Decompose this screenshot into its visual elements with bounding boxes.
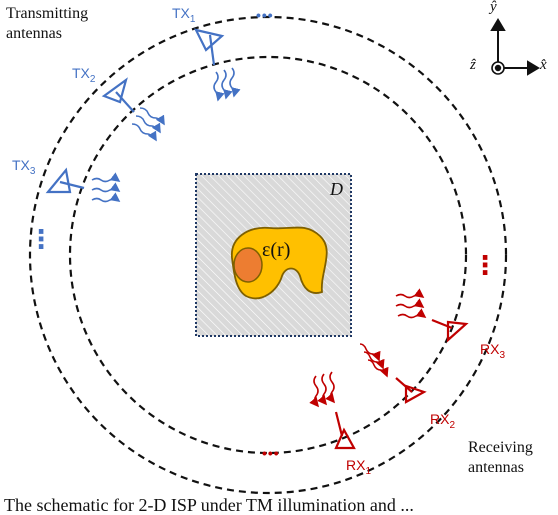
rx2-waves: [359, 343, 389, 378]
permittivity-label: ε(r): [262, 239, 291, 261]
rx1-label: RX1: [346, 457, 372, 477]
rx1-waves: [309, 371, 336, 408]
tx2-label: TX2: [72, 65, 96, 85]
x-axis-label: x̂: [540, 57, 547, 73]
scatterer-object: [231, 226, 328, 300]
inclusion-object: [233, 247, 263, 283]
tx1-antenna: [193, 28, 225, 66]
tx2-waves: [131, 107, 165, 142]
rx3-label: RX3: [480, 341, 506, 361]
domain-label: D: [330, 179, 343, 199]
rx3-antenna: [431, 318, 469, 343]
tx1-label: TX1: [172, 5, 196, 25]
tx-ellipsis-left: ⋮: [28, 224, 54, 254]
y-axis-label: ŷ: [490, 0, 497, 15]
rx2-label: RX2: [430, 411, 456, 431]
tx2-antenna: [101, 77, 135, 113]
z-axis-label: ẑ: [470, 57, 476, 73]
transmitting-antennas-label: Transmitting antennas: [6, 5, 89, 42]
tx3-antenna: [45, 167, 85, 194]
rx3-waves: [395, 288, 427, 319]
rx1-antenna: [334, 411, 356, 450]
rx-ellipsis-right: ⋮: [472, 250, 498, 280]
coordinate-axes: [490, 18, 540, 76]
tx-ellipsis-top: •••: [256, 7, 274, 23]
receiving-antennas-label: Receiving antennas: [468, 439, 533, 476]
rx-ellipsis-bottom: •••: [262, 445, 280, 461]
inner-measurement-circle: [68, 55, 468, 455]
tx3-waves: [91, 172, 121, 203]
figure-caption: The schematic for 2-D ISP under TM illum…: [4, 495, 414, 515]
tx1-waves: [213, 67, 241, 102]
tx3-label: TX3: [12, 157, 36, 177]
rx2-antenna: [395, 377, 427, 404]
outer-measurement-circle: [28, 15, 508, 495]
